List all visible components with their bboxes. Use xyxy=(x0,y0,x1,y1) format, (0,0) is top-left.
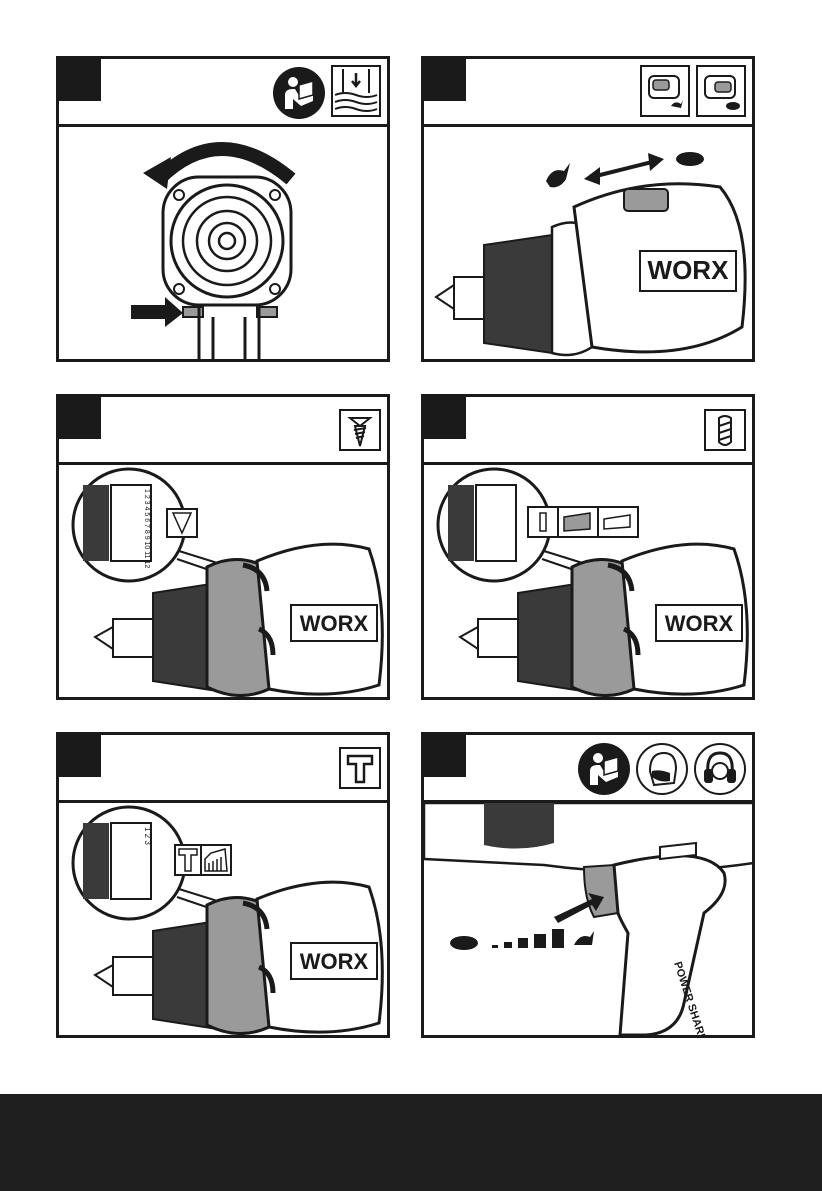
step-number-box xyxy=(424,59,466,101)
hammer-mode-illustration: 1 2 3 WORX xyxy=(59,803,387,1035)
brand-logo: WORX xyxy=(300,949,369,974)
torque-setting-illustration: 1 2 3 4 5 6 7 8 9 10 11 12 WORX xyxy=(59,465,387,697)
drill-bit-icon xyxy=(704,409,746,451)
panel-header xyxy=(424,59,752,127)
speed-switch-low-icon xyxy=(696,65,746,117)
depth-stop-icon xyxy=(331,65,381,117)
hammer-scale: 1 2 3 xyxy=(143,827,152,845)
brand-logo: WORX xyxy=(648,255,730,285)
speed-switch-high-icon xyxy=(640,65,690,117)
footer-bar xyxy=(0,1094,822,1191)
clutch-scale: 1 2 3 4 5 6 7 8 9 10 11 12 xyxy=(143,489,150,568)
read-manual-icon xyxy=(578,743,630,795)
panel-step-1 xyxy=(56,56,390,362)
hammer-icon xyxy=(339,747,381,789)
dust-mask-icon xyxy=(636,743,688,795)
panel-step-5: 1 2 3 WORX xyxy=(56,732,390,1038)
brand-logo: WORX xyxy=(665,611,734,636)
brand-logo: WORX xyxy=(300,611,369,636)
step-number-box xyxy=(59,59,101,101)
drill-mode-illustration: WORX xyxy=(424,465,752,697)
ear-protection-icon xyxy=(694,743,746,795)
panel-header xyxy=(424,397,752,465)
panel-step-2: WORX xyxy=(421,56,755,362)
panel-header xyxy=(59,735,387,803)
step-number-box xyxy=(424,735,466,777)
speed-selector-illustration: WORX xyxy=(424,127,752,359)
panel-header xyxy=(59,397,387,465)
panel-header xyxy=(424,735,752,803)
variable-speed-trigger-illustration: POWER SHARE xyxy=(424,803,752,1035)
screw-icon xyxy=(339,409,381,451)
panel-step-3: 1 2 3 4 5 6 7 8 9 10 11 12 WORX xyxy=(56,394,390,700)
chuck-front-illustration xyxy=(59,127,387,359)
read-manual-icon xyxy=(273,67,325,119)
step-number-box xyxy=(59,397,101,439)
panel-step-4: WORX xyxy=(421,394,755,700)
step-number-box xyxy=(59,735,101,777)
step-number-box xyxy=(424,397,466,439)
panel-header xyxy=(59,59,387,127)
panel-step-6: POWER SHARE xyxy=(421,732,755,1038)
